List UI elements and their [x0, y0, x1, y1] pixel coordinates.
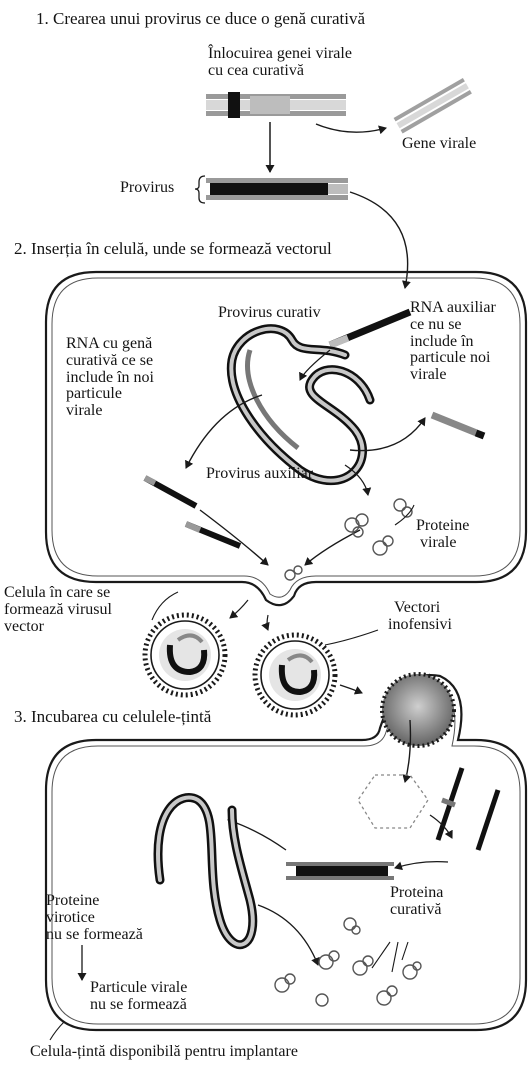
- arrow-proteins-to-bud: [305, 530, 360, 565]
- label-viral-genes: Gene virale: [402, 136, 476, 153]
- label-aux-rna-line4: particule noi: [410, 350, 528, 367]
- vector-particle-2: [255, 635, 335, 715]
- label-no-viral-proteins-line3: nu se formează: [46, 927, 186, 944]
- arrow-bud-to-particle-2: [267, 615, 268, 630]
- label-aux-rna-line5: virale: [410, 367, 528, 384]
- vector-bud-entering: [382, 674, 454, 746]
- arrow-rna-to-bud: [200, 510, 268, 565]
- pointer-curative-protein: [372, 942, 408, 972]
- label-curative-rna-line1: RNA cu genă: [66, 336, 206, 353]
- label-no-viral-particles: Particule virale nu se formează: [90, 980, 240, 1014]
- arrow-rna-to-provirus: [395, 862, 448, 868]
- provirus-dna: [206, 178, 348, 200]
- capsid-outline: [358, 775, 428, 828]
- label-viral-proteins-line1: Proteine: [416, 518, 516, 535]
- label-gene-replacement-line1: Înlocuirea genei virale: [208, 46, 408, 63]
- arrow-bud-to-particle-1: [230, 600, 248, 618]
- arrow-to-viral-genes: [316, 124, 386, 132]
- viral-genes-fragment: [394, 78, 472, 134]
- label-harmless-vectors: Vectori inofensivi: [388, 600, 498, 634]
- label-curative-protein-line1: Proteina: [390, 885, 490, 902]
- label-curative-rna-line3: include în noi: [66, 370, 206, 387]
- label-curative-rna-line5: virale: [66, 403, 206, 420]
- label-harmless-vectors-line1: Vectori: [388, 600, 498, 617]
- label-curative-rna-line4: particule: [66, 386, 206, 403]
- original-virus-dna: [206, 92, 346, 118]
- label-curative-protein: Proteina curativă: [390, 885, 490, 919]
- label-producer-cell-line2: formează virusul: [4, 602, 164, 619]
- label-harmless-vectors-line2: inofensivi: [388, 617, 498, 634]
- pointer-harmless-vectors: [325, 630, 378, 645]
- label-producer-cell: Celula în care se formează virusul vecto…: [4, 585, 164, 635]
- label-no-viral-proteins: Proteine virotice nu se formează: [46, 893, 186, 943]
- target-cell-membrane-inner: [52, 687, 520, 1024]
- label-curative-protein-line2: curativă: [390, 902, 490, 919]
- step2-title: 2. Inserția în celulă, unde se formează …: [14, 240, 332, 258]
- viral-protein-cluster: [285, 499, 412, 580]
- label-gene-replacement-line2: cu cea curativă: [208, 63, 408, 80]
- arrow-provirus-into-cell: [350, 192, 408, 288]
- label-viral-proteins: Proteine virale: [416, 518, 516, 552]
- label-aux-rna-line1: RNA auxiliar: [410, 300, 528, 317]
- label-producer-cell-line3: vector: [4, 619, 164, 636]
- integrated-provirus: [286, 862, 394, 880]
- label-aux-rna: RNA auxiliar ce nu se include în particu…: [410, 300, 528, 384]
- step3-title: 3. Incubarea cu celulele-țintă: [14, 708, 211, 726]
- label-no-viral-particles-line1: Particule virale: [90, 980, 240, 997]
- label-aux-rna-line2: ce nu se: [410, 317, 528, 334]
- label-aux-rna-line3: include în: [410, 334, 528, 351]
- curative-provirus-segment: [330, 312, 410, 345]
- label-curative-provirus: Provirus curativ: [218, 305, 321, 322]
- label-no-viral-proteins-line2: virotice: [46, 910, 186, 927]
- pointer-target-cell: [50, 1022, 64, 1040]
- provirus-loop: [231, 329, 370, 481]
- provirus-bracket-icon: [195, 176, 205, 203]
- label-aux-provirus: Provirus auxiliar: [206, 466, 313, 483]
- label-provirus: Provirus: [120, 180, 174, 197]
- step1-title: 1. Crearea unui provirus ce duce o genă …: [36, 10, 365, 28]
- released-rna-strands: [438, 768, 498, 850]
- label-no-viral-particles-line2: nu se formează: [90, 997, 240, 1014]
- label-producer-cell-line1: Celula în care se: [4, 585, 164, 602]
- label-gene-replacement: Înlocuirea genei virale cu cea curativă: [208, 46, 408, 80]
- label-no-viral-proteins-line1: Proteine: [46, 893, 186, 910]
- label-target-cell: Celula-țintă disponibilă pentru implanta…: [30, 1044, 298, 1061]
- label-viral-proteins-line2: virale: [416, 535, 516, 552]
- curative-rna-strands: [145, 478, 240, 546]
- arrow-vector-to-target: [340, 685, 362, 693]
- aux-rna-strand-end: [476, 433, 484, 436]
- label-curative-rna: RNA cu genă curativă ce se include în no…: [66, 336, 206, 420]
- arrow-loop-to-curative-protein: [258, 905, 318, 965]
- label-curative-rna-line2: curativă ce se: [66, 353, 206, 370]
